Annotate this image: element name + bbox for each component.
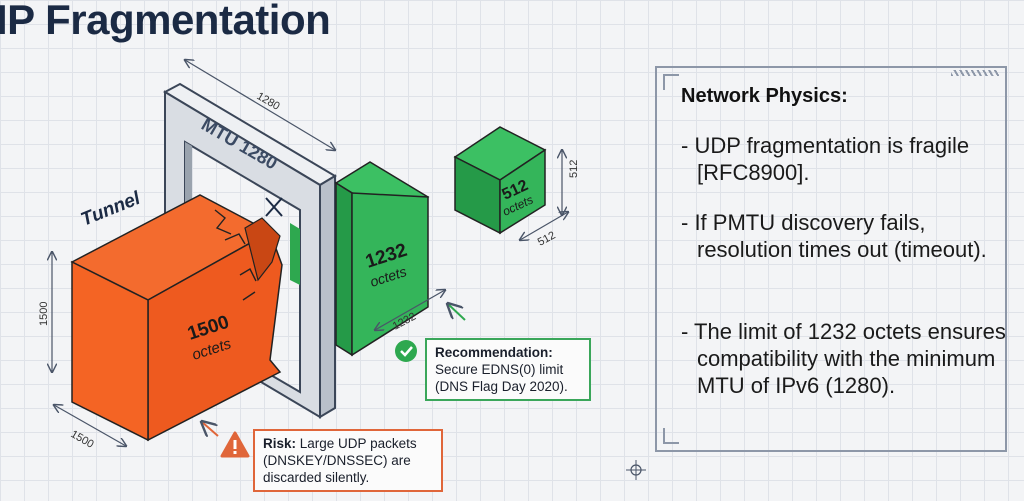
page-title: IP Fragmentation [0, 0, 331, 43]
warning-icon [220, 431, 250, 458]
check-circle-icon [395, 340, 417, 362]
panel-corner [663, 74, 679, 90]
large-packet-height: 1500 [38, 302, 50, 326]
risk-callout: Risk: Large UDP packets (DNSKEY/DNSSEC) … [253, 429, 443, 492]
large-packet-depth: 1500 [69, 428, 96, 451]
panel-point: - If PMTU discovery fails, resolution ti… [681, 210, 987, 262]
recommendation-label: Recommendation: [435, 345, 553, 360]
panel-point: - The limit of 1232 octets ensures compa… [681, 319, 1006, 398]
tunnel-label: Tunnel [78, 188, 144, 231]
crosshair-icon [626, 460, 646, 480]
risk-label: Risk: [263, 436, 297, 451]
recommendation-callout: Recommendation: Secure EDNS(0) limit (DN… [425, 338, 591, 401]
medium-packet-box: 1232 octets 1232 [334, 161, 466, 357]
recommendation-text: Secure EDNS(0) limit (DNS Flag Day 2020)… [435, 362, 568, 394]
network-physics-panel: Network Physics: - UDP fragmentation is … [655, 66, 1007, 452]
small-packet-height: 512 [568, 160, 580, 178]
panel-corner [663, 428, 679, 444]
panel-hatch [951, 70, 999, 76]
large-packet-box: 1500 octets 1500 1500 [38, 194, 283, 451]
small-packet-depth: 512 [536, 229, 558, 248]
risk-text: Large UDP packets (DNSKEY/DNSSEC) are di… [263, 436, 417, 485]
panel-point: - UDP fragmentation is fragile [RFC8900]… [681, 133, 970, 185]
small-packet-box: 512 octets 512 512 [453, 126, 580, 249]
panel-title: Network Physics: [681, 85, 848, 107]
